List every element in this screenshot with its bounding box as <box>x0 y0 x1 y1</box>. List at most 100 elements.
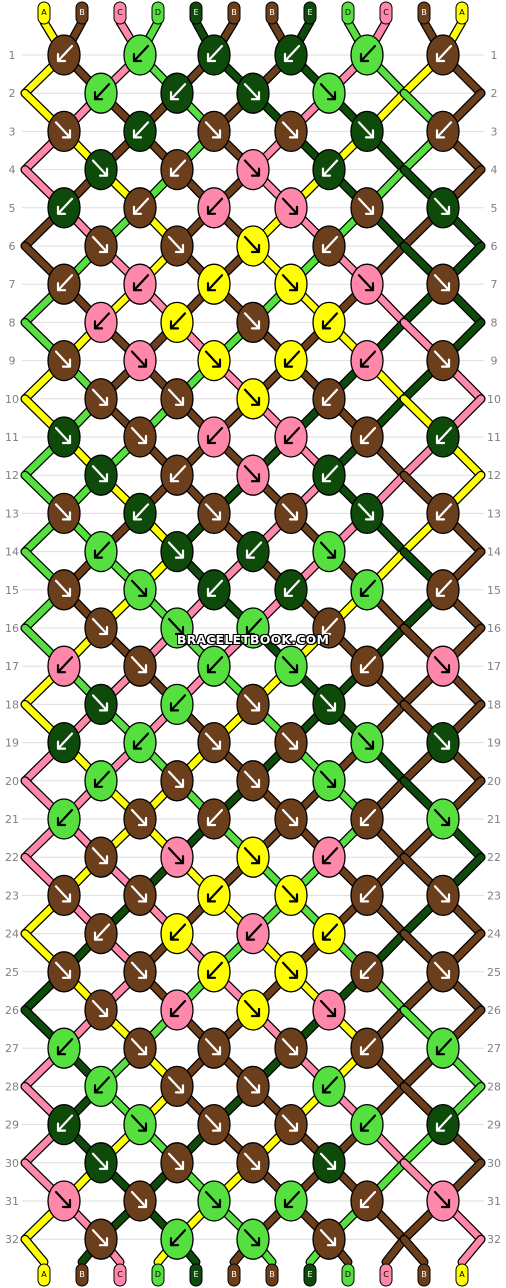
knot <box>350 339 384 382</box>
string-label-bottom: B <box>79 1270 85 1279</box>
knot <box>160 225 194 267</box>
knot <box>426 951 460 993</box>
arrow-down-left-icon <box>132 503 150 521</box>
knot <box>350 263 384 305</box>
string-label-bottom: D <box>345 1270 351 1279</box>
row-label-left: 4 <box>9 164 16 177</box>
knot <box>84 301 118 344</box>
arrow-down-left-icon <box>56 197 74 215</box>
knot <box>236 148 270 191</box>
knot <box>350 798 384 840</box>
knot <box>84 607 118 649</box>
arrow-down-right-icon <box>91 388 109 406</box>
row-label-right: 6 <box>491 240 498 253</box>
arrow-down-right-icon <box>357 503 375 521</box>
row-label-right: 24 <box>487 928 501 941</box>
knot <box>312 989 346 1031</box>
arrow-down-right-icon <box>281 503 299 521</box>
knot <box>84 989 118 1031</box>
arrow-down-left-icon <box>321 847 339 865</box>
knot <box>123 416 157 458</box>
arrow-down-left-icon <box>56 274 74 292</box>
arrow-down-left-icon <box>93 770 111 788</box>
arrow-down-left-icon <box>245 923 263 941</box>
knot <box>350 110 384 153</box>
row-label-right: 31 <box>487 1195 501 1208</box>
arrow-down-left-icon <box>359 350 377 368</box>
arrow-down-right-icon <box>54 121 72 139</box>
row-label-right: 16 <box>487 622 501 635</box>
arrow-down-left-icon <box>359 808 377 827</box>
string-label-bottom: E <box>193 1270 198 1279</box>
knot <box>197 110 231 153</box>
knot <box>312 378 346 420</box>
knot <box>47 721 81 764</box>
arrow-down-right-icon <box>54 579 72 597</box>
arrow-down-right-icon <box>130 1038 148 1056</box>
string-label-bottom-tab <box>303 1263 317 1287</box>
knot <box>274 569 308 611</box>
string-label-bottom-tab <box>75 1263 89 1287</box>
knot <box>350 569 384 611</box>
knot <box>350 645 384 687</box>
knot <box>123 492 157 535</box>
arrow-down-left-icon <box>321 388 339 406</box>
knot <box>84 1142 118 1184</box>
knot <box>236 912 270 955</box>
row-label-left: 6 <box>9 240 16 253</box>
arrow-down-right-icon <box>167 847 185 865</box>
string-label-bottom-tab <box>265 1263 279 1287</box>
row-label-left: 15 <box>5 584 19 597</box>
row-label-left: 10 <box>5 393 19 406</box>
string-label-bottom-tab <box>379 1263 393 1287</box>
arrow-down-right-icon <box>204 1038 222 1056</box>
knot <box>426 339 460 382</box>
arrow-down-left-icon <box>132 44 150 63</box>
row-label-right: 28 <box>487 1080 501 1093</box>
knot <box>197 416 231 458</box>
arrow-down-right-icon <box>281 808 299 827</box>
arrow-down-left-icon <box>93 83 111 101</box>
knot <box>197 339 231 382</box>
arrow-down-right-icon <box>167 1152 185 1170</box>
string-label-bottom: E <box>307 1270 312 1279</box>
knot <box>123 951 157 993</box>
arrow-down-left-icon <box>93 1076 111 1094</box>
string-label-bottom: B <box>231 1270 237 1279</box>
knot <box>350 492 384 535</box>
knot <box>84 912 118 955</box>
knot <box>123 874 157 917</box>
knot <box>274 645 308 687</box>
knot <box>312 1218 346 1260</box>
arrow-down-left-icon <box>56 1114 74 1132</box>
string-label-top: C <box>117 8 123 17</box>
knot <box>350 721 384 764</box>
arrow-down-left-icon <box>283 1190 301 1209</box>
arrow-down-right-icon <box>91 617 109 636</box>
arrow-down-right-icon <box>243 159 261 177</box>
arrow-down-right-icon <box>243 1152 261 1170</box>
arrow-down-left-icon <box>435 44 453 63</box>
knot <box>47 492 81 535</box>
knot <box>274 34 308 76</box>
knot <box>312 530 346 573</box>
knot <box>236 760 270 802</box>
arrow-down-right-icon <box>357 121 375 139</box>
arrow-down-right-icon <box>243 83 261 101</box>
knot <box>312 760 346 802</box>
arrow-down-right-icon <box>204 121 222 139</box>
row-label-left: 19 <box>5 737 19 750</box>
arrow-down-left-icon <box>206 885 224 903</box>
arrow-down-right-icon <box>91 1152 109 1170</box>
string-label-top-tab <box>37 1 51 25</box>
row-label-left: 7 <box>9 278 16 291</box>
row-label-right: 25 <box>487 966 501 979</box>
row-label-right: 3 <box>491 125 498 138</box>
row-label-right: 29 <box>487 1119 501 1132</box>
arrow-down-right-icon <box>243 694 261 712</box>
row-label-right: 30 <box>487 1157 501 1170</box>
string-label-top: B <box>79 8 85 17</box>
knot <box>47 263 81 305</box>
string-label-top: B <box>421 8 427 17</box>
